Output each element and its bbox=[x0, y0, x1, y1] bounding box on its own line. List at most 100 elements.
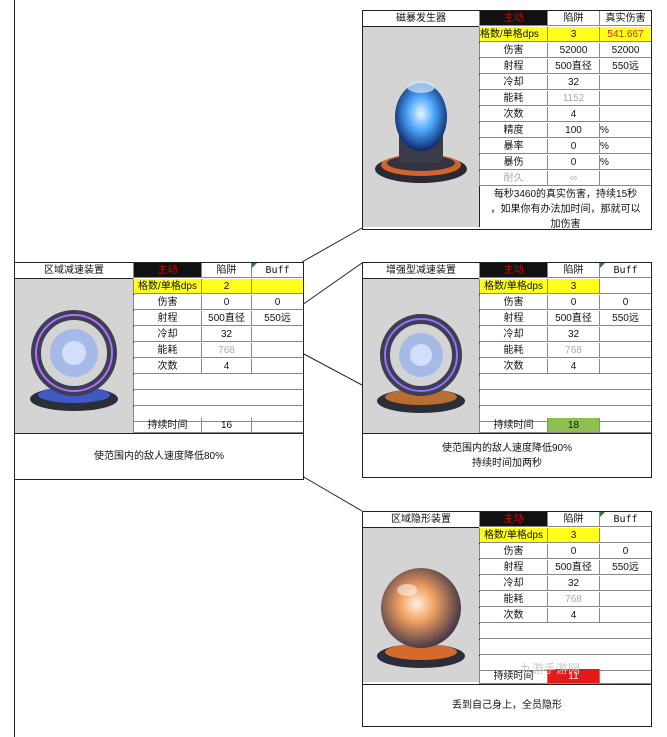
row-value-b: 550远 bbox=[599, 59, 651, 74]
row-label-energy: 能耗 bbox=[133, 343, 201, 358]
row-label-durability: 耐久 bbox=[479, 171, 547, 186]
row-label-uses: 次数 bbox=[479, 359, 547, 374]
empty-row bbox=[133, 407, 303, 422]
row-value-b bbox=[599, 418, 651, 433]
row-value-a: 52000 bbox=[547, 43, 599, 58]
row-value-b bbox=[599, 279, 651, 294]
row-label-uses: 次数 bbox=[133, 359, 201, 374]
empty-row bbox=[133, 391, 303, 406]
row-value-a: ∞ bbox=[547, 171, 599, 186]
row-value-a: 768 bbox=[201, 343, 251, 358]
row-value-b bbox=[599, 343, 651, 358]
row-value-b: 52000 bbox=[599, 43, 651, 58]
row-value-b bbox=[599, 576, 651, 591]
row-value-a: 100 bbox=[547, 123, 599, 138]
row-value-b bbox=[251, 418, 303, 433]
row-value-a: 2 bbox=[201, 279, 251, 294]
card-description: 丢到自己身上，全员隐形 bbox=[363, 698, 651, 713]
type-label: 主动 bbox=[479, 263, 547, 278]
row-value-b bbox=[599, 592, 651, 607]
row-value-a: 3 bbox=[547, 27, 599, 42]
row-value-a: 3 bbox=[547, 528, 599, 543]
col-header-true-damage: 真实伤害 bbox=[599, 11, 651, 26]
col-header-trap: 陷阱 bbox=[201, 263, 251, 278]
col-header-buff: Buff bbox=[251, 263, 303, 278]
col-header-trap: 陷阱 bbox=[547, 11, 599, 26]
row-value-b bbox=[251, 327, 303, 342]
row-value-a: 4 bbox=[547, 107, 599, 122]
row-label-cooldown: 冷却 bbox=[479, 576, 547, 591]
device-image-panel bbox=[363, 528, 480, 682]
row-value-a: 0 bbox=[547, 544, 599, 559]
row-value-b bbox=[599, 91, 651, 106]
cell-comment-flag-icon bbox=[600, 512, 605, 517]
enhanced-slow-device-image bbox=[377, 314, 465, 413]
row-value-b bbox=[599, 359, 651, 374]
row-value-a: 500直径 bbox=[547, 560, 599, 575]
duration-value: 18 bbox=[547, 418, 599, 433]
row-label-crit-rate: 暴率 bbox=[479, 139, 547, 154]
row-value-a: 500直径 bbox=[547, 311, 599, 326]
col-header-trap: 陷阱 bbox=[547, 512, 599, 527]
type-label: 主动 bbox=[479, 11, 547, 26]
type-label: 主动 bbox=[133, 263, 201, 278]
row-value-b bbox=[251, 279, 303, 294]
row-value-a: 32 bbox=[547, 75, 599, 90]
device-image-panel bbox=[363, 279, 480, 433]
row-value-b: % bbox=[599, 155, 651, 170]
card-enhanced-slow-device: 增强型减速装置 主动 陷阱 Buff 格数/单格dps 3 伤害 0 0 射程 … bbox=[362, 262, 652, 478]
desc-line: 使范围内的敌人速度降低90% bbox=[441, 443, 572, 454]
row-value-b: 550远 bbox=[251, 311, 303, 326]
row-label-uses: 次数 bbox=[479, 107, 547, 122]
row-label-duration: 持续时间 bbox=[479, 669, 547, 684]
magnetic-storm-generator-image bbox=[375, 81, 467, 183]
row-value-b bbox=[599, 528, 651, 543]
row-label-grid-dps: 格数/单格dps bbox=[479, 27, 547, 42]
desc-line: ，如果你有办法加时间，那就可以 bbox=[490, 204, 641, 215]
row-value-b bbox=[599, 608, 651, 623]
row-label-grid-dps: 格数/单格dps bbox=[133, 279, 201, 294]
row-value-a: 4 bbox=[201, 359, 251, 374]
desc-line: 加伤害 bbox=[550, 219, 581, 230]
row-value-b bbox=[599, 75, 651, 90]
empty-row bbox=[479, 624, 651, 639]
row-label-range: 射程 bbox=[133, 311, 201, 326]
row-value-a: 768 bbox=[547, 592, 599, 607]
row-value-a: 4 bbox=[547, 608, 599, 623]
card-description: 使范围内的敌人速度降低90% 持续时间加两秒 bbox=[363, 441, 651, 471]
row-label-energy: 能耗 bbox=[479, 91, 547, 106]
row-label-damage: 伤害 bbox=[479, 43, 547, 58]
area-slow-device-image bbox=[30, 310, 118, 411]
row-label-damage: 伤害 bbox=[133, 295, 201, 310]
row-label-accuracy: 精度 bbox=[479, 123, 547, 138]
row-label-crit-damage: 暴伤 bbox=[479, 155, 547, 170]
desc-line: 每秒3460的真实伤害，持续15秒 bbox=[493, 189, 638, 200]
row-label-energy: 能耗 bbox=[479, 343, 547, 358]
cell-comment-flag-icon bbox=[252, 263, 257, 268]
row-value-a: 0 bbox=[547, 155, 599, 170]
row-label-duration: 持续时间 bbox=[479, 418, 547, 433]
row-label-energy: 能耗 bbox=[479, 592, 547, 607]
row-label-grid-dps: 格数/单格dps bbox=[479, 279, 547, 294]
device-image-panel bbox=[15, 279, 134, 433]
row-label-damage: 伤害 bbox=[479, 295, 547, 310]
row-value-b bbox=[599, 171, 651, 186]
row-label-range: 射程 bbox=[479, 560, 547, 575]
row-value-b bbox=[251, 359, 303, 374]
desc-line: 使范围内的敌人速度降低80% bbox=[93, 451, 224, 462]
row-value-a: 32 bbox=[547, 576, 599, 591]
row-value-b: 0 bbox=[599, 544, 651, 559]
card-title: 增强型减速装置 bbox=[363, 263, 479, 279]
row-label-cooldown: 冷却 bbox=[133, 327, 201, 342]
col-header-trap: 陷阱 bbox=[547, 263, 599, 278]
row-label-cooldown: 冷却 bbox=[479, 75, 547, 90]
card-title: 区域减速装置 bbox=[15, 263, 133, 279]
row-label-uses: 次数 bbox=[479, 608, 547, 623]
cell-comment-flag-icon bbox=[600, 263, 605, 268]
duration-value: 16 bbox=[201, 418, 251, 433]
divider bbox=[363, 433, 651, 434]
desc-line: 丢到自己身上，全员隐形 bbox=[452, 700, 562, 711]
row-value-a: 3 bbox=[547, 279, 599, 294]
row-value-b: 0 bbox=[599, 295, 651, 310]
